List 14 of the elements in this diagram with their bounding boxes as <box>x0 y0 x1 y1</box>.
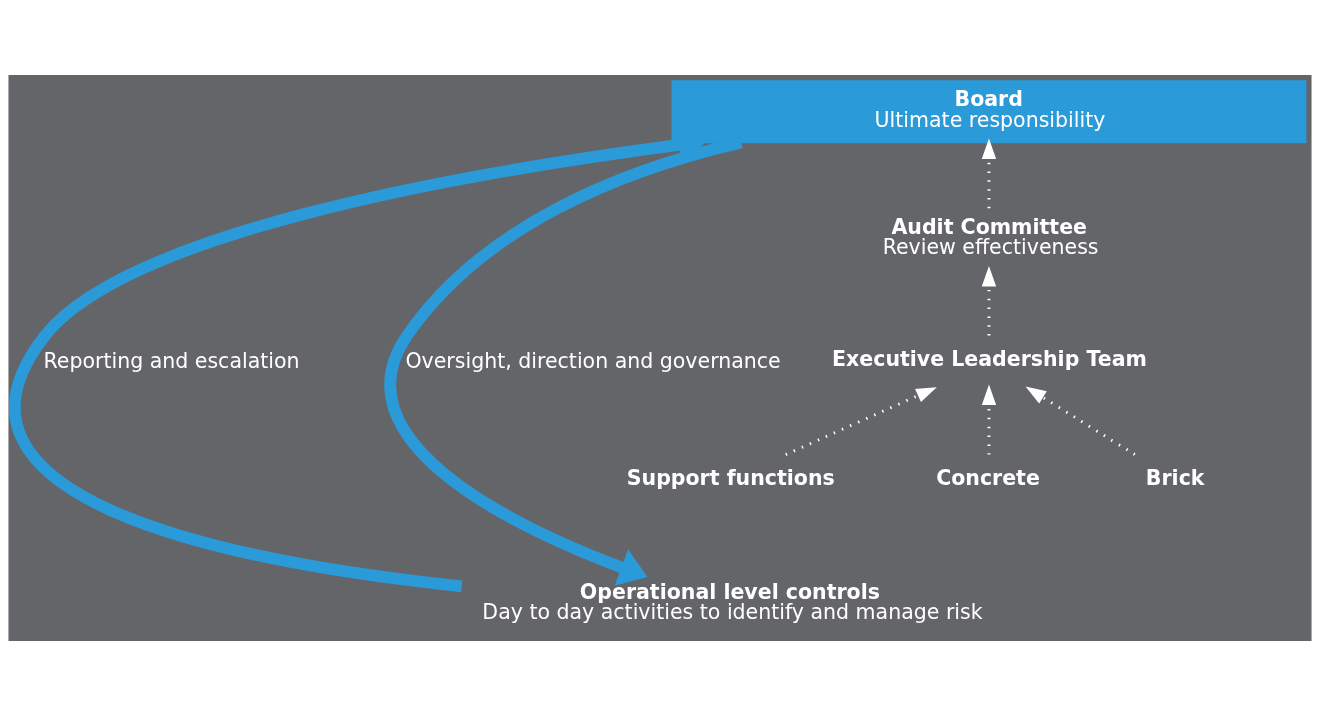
arrow <box>981 265 997 335</box>
edge-label: Oversight, direction and governance <box>405 348 781 373</box>
arrow <box>1025 386 1136 456</box>
arrow <box>981 384 997 455</box>
node-text: Operational level controls Day to day activities to identify and manage risk <box>482 579 983 624</box>
node-text: Executive Leadership Team <box>832 346 1147 371</box>
node-box: Board Ultimate responsibility <box>671 79 1307 143</box>
node-text: Concrete <box>936 465 1040 490</box>
arrow <box>785 386 937 456</box>
node-text: Audit Committee Review effectiveness <box>882 214 1099 259</box>
edge-label: Reporting and escalation <box>43 348 300 373</box>
arrow <box>981 137 997 208</box>
node-text: Brick <box>1145 465 1205 490</box>
node-text: Support functions <box>626 465 835 490</box>
